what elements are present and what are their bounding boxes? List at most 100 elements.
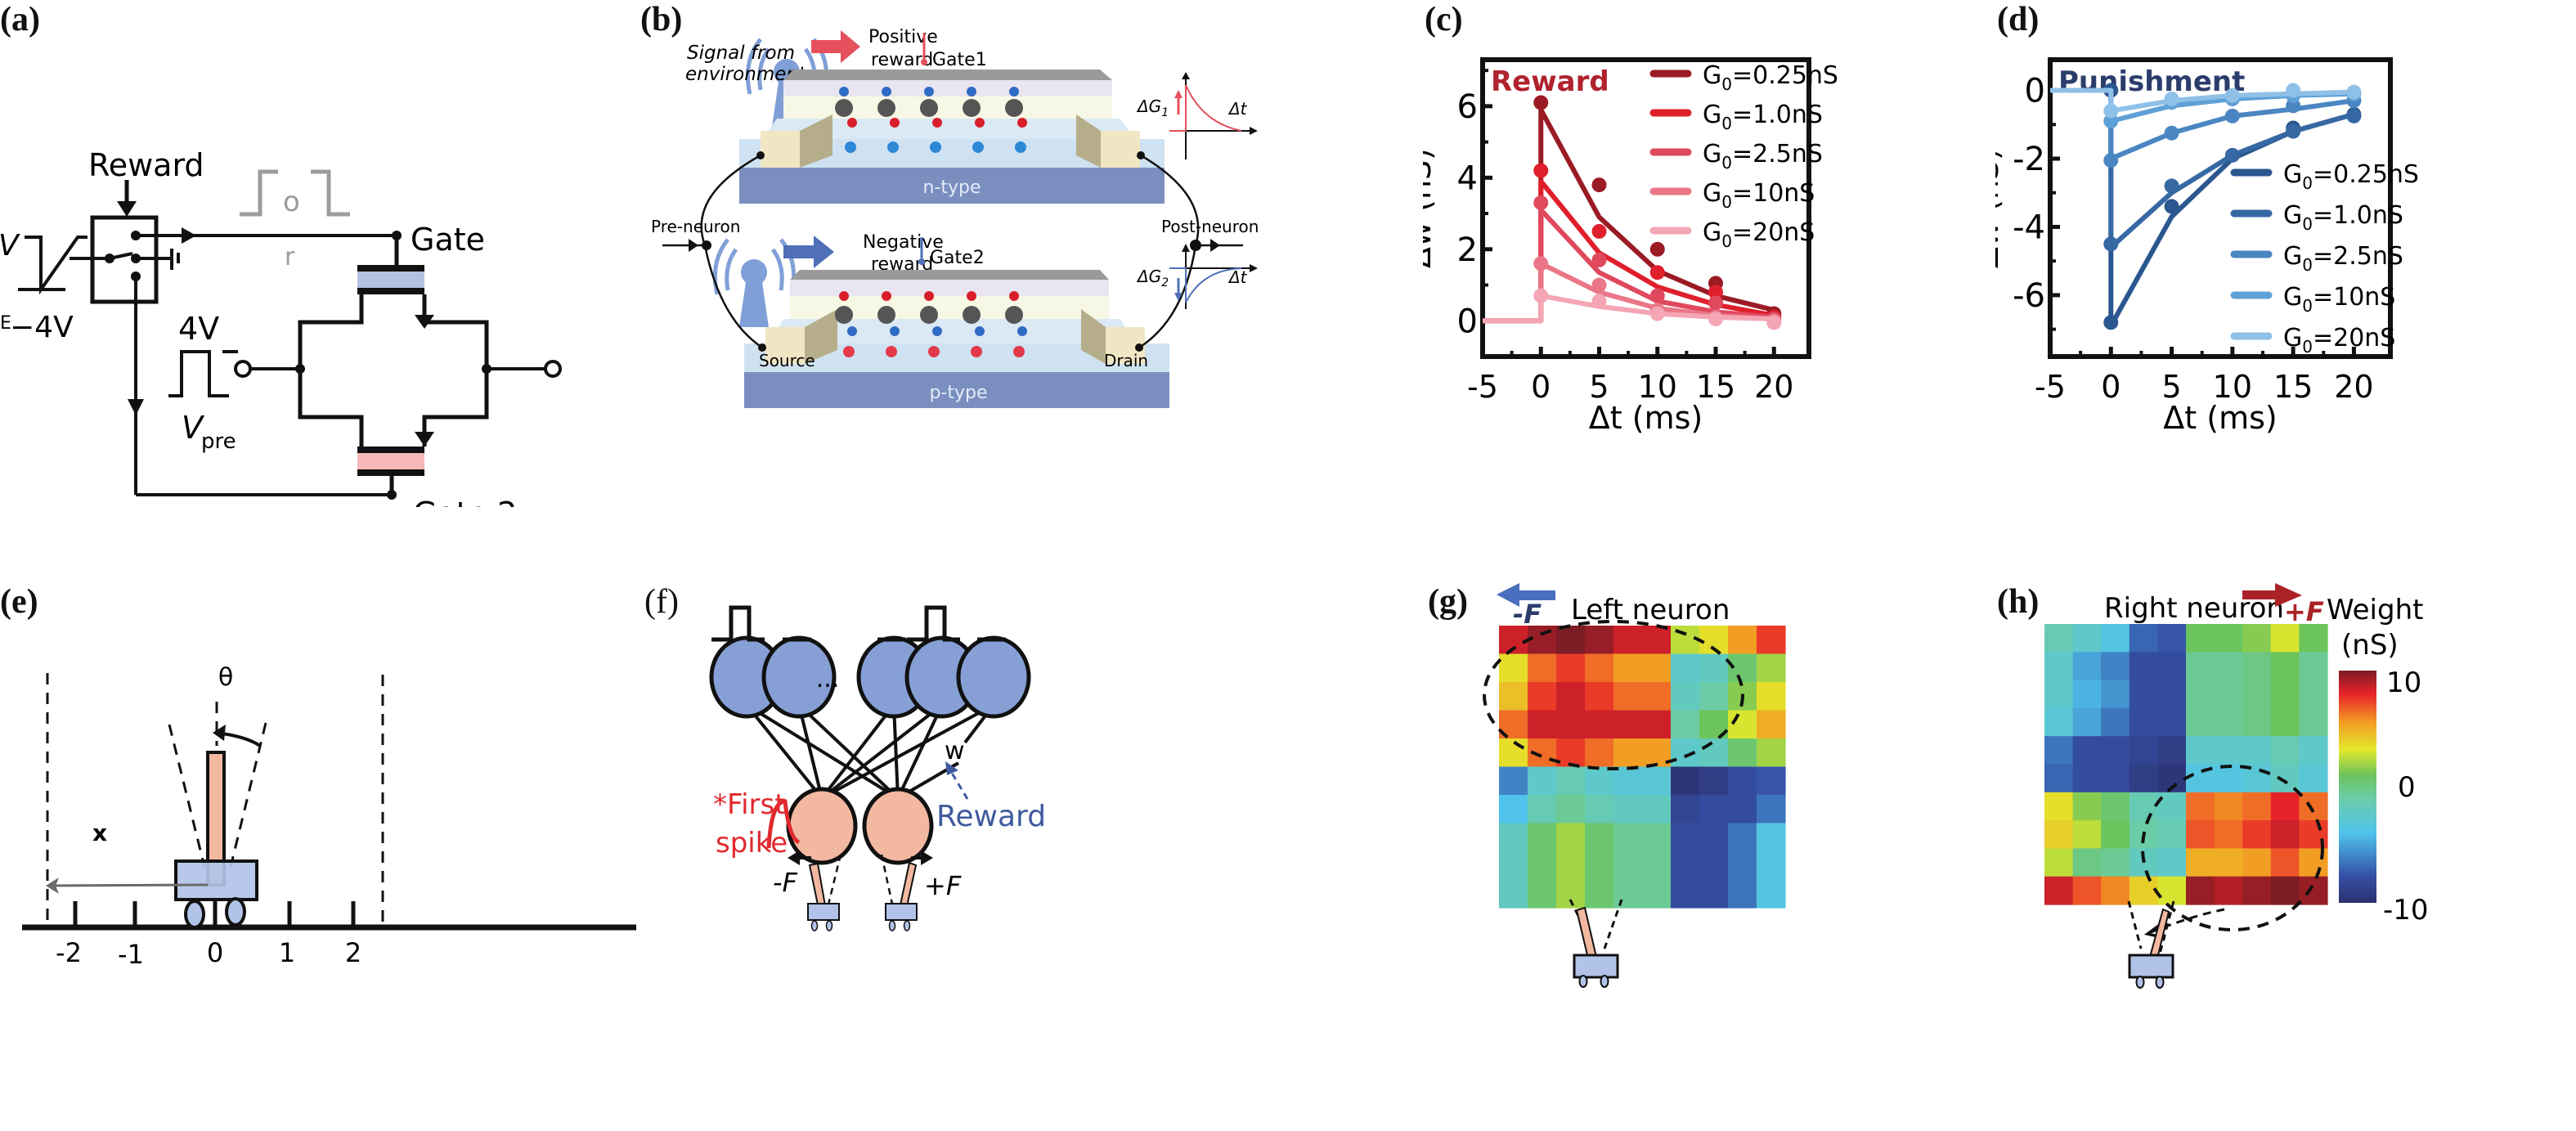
heatmap-cell xyxy=(2044,652,2074,681)
heatmap-cell xyxy=(2270,792,2300,821)
heatmap-cell xyxy=(1728,851,1757,881)
heatmap-cell xyxy=(2214,624,2243,653)
heatmap-cell xyxy=(2270,848,2300,877)
heatmap-cell xyxy=(2214,680,2243,709)
synapse xyxy=(820,703,944,800)
heatmap-cell xyxy=(1528,879,1557,909)
heatmap-cell xyxy=(2186,820,2215,849)
heatmap-cell xyxy=(2129,652,2158,681)
legend-label: G0=2.5nS xyxy=(1703,140,1823,173)
cart-wheel xyxy=(825,920,833,931)
cart-icon xyxy=(807,903,840,921)
input-arrow xyxy=(689,239,698,252)
cart xyxy=(174,859,258,901)
heatmap-cell xyxy=(1556,795,1586,824)
vpre-sub: pre xyxy=(201,429,236,454)
angle-limit xyxy=(880,854,895,909)
heatmap-cell xyxy=(1556,823,1586,852)
heatmap-cell xyxy=(1671,653,1700,683)
colorbar-tick: 10 xyxy=(2386,666,2421,699)
panel-label-c: (c) xyxy=(1425,1,1463,38)
plus-f-label: +F xyxy=(2284,596,2324,627)
heatmap-cell xyxy=(2299,736,2328,765)
heatmap-cell xyxy=(2072,680,2102,709)
gate2-probe-tip xyxy=(918,258,925,265)
heatmap-cell xyxy=(1585,795,1614,824)
colorbar-tick: 0 xyxy=(2398,771,2416,804)
legend-label: G0=0.25nS xyxy=(1703,61,1838,94)
data-point xyxy=(1591,177,1607,193)
circuit-wire xyxy=(422,294,489,447)
heatmap-cell xyxy=(2101,848,2130,877)
heatmap-cell xyxy=(2299,792,2328,821)
heatmap-cell xyxy=(1757,653,1786,683)
panel-label-g: (g) xyxy=(1428,583,1468,621)
x-tick-label: -5 xyxy=(1467,369,1498,405)
heatmap-cell xyxy=(2157,876,2187,905)
n-type-label: n-type xyxy=(922,177,981,198)
pre-neuron-label: Pre-neuron xyxy=(651,217,740,236)
reward-arrow-head xyxy=(117,201,137,217)
data-point xyxy=(2224,88,2240,103)
gate2-plate xyxy=(357,469,424,476)
heatmap-cell xyxy=(1528,682,1557,711)
tick-label: 2 xyxy=(345,937,361,968)
reward-label: Reward xyxy=(88,147,204,183)
data-point xyxy=(2164,178,2179,194)
chart-title: Reward xyxy=(1491,65,1609,98)
heatmap-cell xyxy=(2129,764,2158,793)
heatmap-cell xyxy=(2072,820,2102,849)
cart-wheel xyxy=(1600,975,1609,988)
heatmap-cell xyxy=(1613,823,1643,852)
electron xyxy=(1015,141,1026,153)
oxygen-atom xyxy=(924,291,934,301)
heatmap-cell xyxy=(2270,707,2300,737)
nitrogen-atom xyxy=(975,326,985,336)
carbon-atom xyxy=(920,99,938,117)
node xyxy=(756,151,765,159)
angle-limit xyxy=(826,854,842,909)
y-tick-label: 2 xyxy=(1457,231,1478,269)
heatmap-cell xyxy=(1613,626,1643,655)
heatmap-cell xyxy=(1728,738,1757,768)
minus-f-label: -F xyxy=(1513,599,1542,630)
y-axis-label: Δw (nS) xyxy=(1423,148,1438,268)
heatmap-cell xyxy=(1728,879,1757,909)
panel-label-d: (d) xyxy=(1997,1,2040,38)
heatmap-cell xyxy=(2270,624,2300,653)
electron xyxy=(845,141,856,153)
heatmap-cell xyxy=(1671,682,1700,711)
heatmap-cell xyxy=(1585,851,1614,881)
angle-limit xyxy=(2127,900,2143,949)
node xyxy=(295,364,305,374)
heatmap-cell xyxy=(1585,710,1614,739)
heatmap-cell xyxy=(1642,626,1672,655)
nitrogen-atom xyxy=(1009,87,1019,96)
heatmap-cell xyxy=(1585,626,1614,655)
circuit-wire xyxy=(298,294,364,447)
x-tick-label: 5 xyxy=(2161,369,2181,405)
heatmap-cell xyxy=(2186,680,2215,709)
positive-label: Positive xyxy=(868,27,938,47)
wire-arrow xyxy=(128,399,144,415)
cart-wheel xyxy=(1578,975,1588,988)
heatmap-cell xyxy=(1757,795,1786,824)
heatmap-cell xyxy=(1499,851,1528,881)
nitrogen-atom xyxy=(967,87,976,96)
spike-icon xyxy=(766,799,801,849)
drain-label: Drain xyxy=(1104,351,1148,370)
data-point xyxy=(2164,91,2179,106)
x-axis-label: Δt (ms) xyxy=(1589,400,1703,436)
colorbar-unit: (nS) xyxy=(2341,629,2399,662)
reward-arrow xyxy=(949,770,969,800)
synapse xyxy=(892,704,900,799)
heatmap-cell xyxy=(1757,851,1786,881)
data-point xyxy=(2286,123,2301,139)
ellipsis-label: ... xyxy=(816,665,840,693)
heatmap-cell xyxy=(1642,879,1672,909)
heatmap-cell xyxy=(1642,710,1672,739)
vpre-amplitude: 4V xyxy=(178,311,219,347)
heatmap-cell xyxy=(2299,680,2328,709)
heatmap-cell xyxy=(1757,626,1786,655)
heatmap-cell xyxy=(2044,820,2074,849)
